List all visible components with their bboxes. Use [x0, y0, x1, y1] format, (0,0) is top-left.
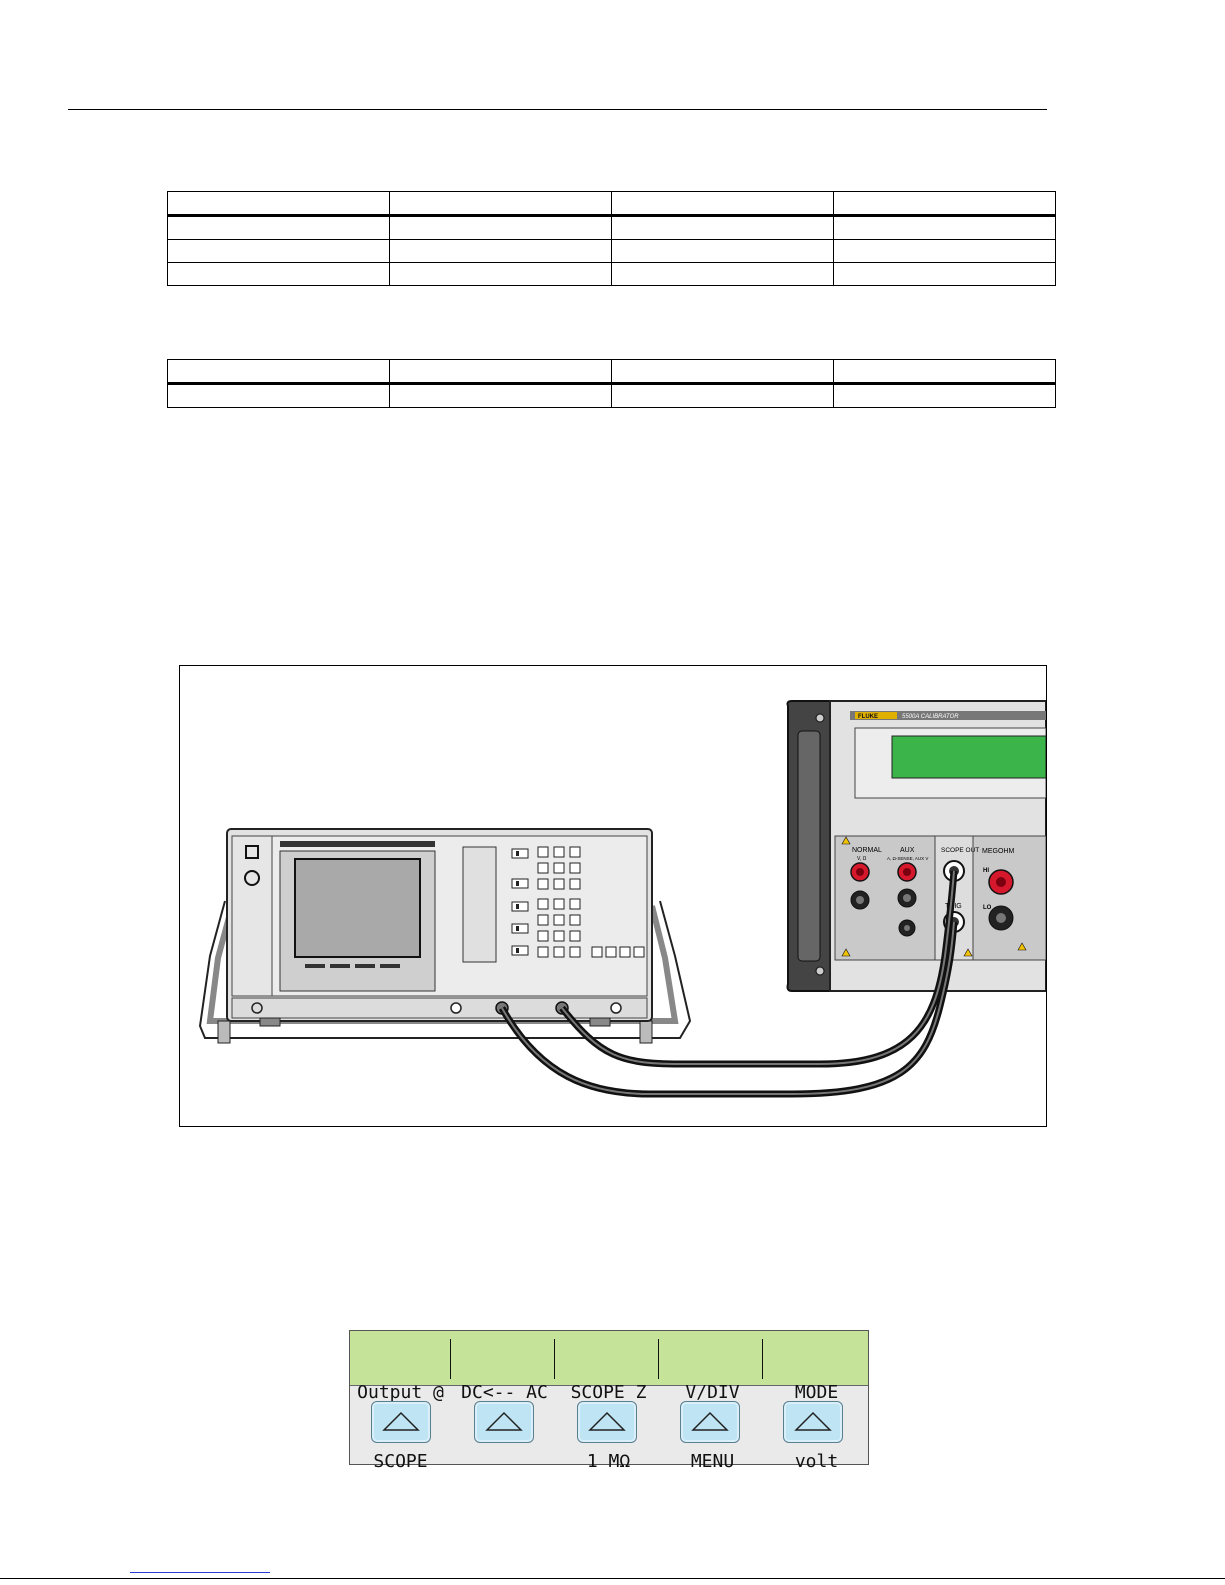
softkey-panel: Output @ SCOPE DC<-- AC SCOPE Z 1 MΩ V/D… [349, 1330, 869, 1472]
softkey-separator [554, 1339, 555, 1379]
connection-figure: FLUKE 5500A CALIBRATOR NORMAL V, Ω AUX A… [179, 665, 1047, 1127]
softkey-3-line1: SCOPE Z [570, 1382, 647, 1403]
normal-sub-label: V, Ω [857, 856, 867, 862]
cables [498, 870, 958, 1098]
softkey-5-line1: MODE [794, 1382, 839, 1403]
softkey-label-5: MODE volt [766, 1335, 867, 1472]
softkey-button-4[interactable] [680, 1401, 740, 1443]
softkey-1-line2: SCOPE [373, 1451, 428, 1472]
scope-out-label: SCOPE OUT [941, 847, 979, 854]
footer-rule [0, 1578, 1225, 1579]
calibrator-brand: FLUKE [858, 714, 878, 720]
footer-link-underline[interactable] [130, 1572, 270, 1573]
triangle-up-icon [691, 1411, 729, 1431]
table-header-row [167, 359, 1056, 385]
megohm-lo-label: LO [983, 905, 992, 911]
triangle-up-icon [382, 1411, 420, 1431]
softkey-separator [658, 1339, 659, 1379]
header-rule [68, 109, 1047, 110]
softkey-1-line1: Output @ [357, 1382, 444, 1403]
softkey-button-5[interactable] [783, 1401, 843, 1443]
table-row [167, 239, 1056, 263]
megohm-label: MEGOHM [982, 848, 1014, 855]
softkey-label-4: V/DIV MENU [662, 1335, 763, 1472]
calibrator: FLUKE 5500A CALIBRATOR NORMAL V, Ω AUX A… [786, 700, 1046, 992]
triangle-up-icon [794, 1411, 832, 1431]
data-table-2 [167, 359, 1056, 408]
triangle-up-icon [588, 1411, 626, 1431]
softkey-4-line2: MENU [690, 1451, 735, 1472]
table-header-row [167, 191, 1056, 217]
table-row [167, 262, 1056, 286]
data-table-1 [167, 191, 1056, 286]
megohm-hi-label: HI [983, 868, 989, 874]
softkey-separator [762, 1339, 763, 1379]
aux-label: AUX [900, 847, 915, 854]
connection-diagram: FLUKE 5500A CALIBRATOR NORMAL V, Ω AUX A… [198, 700, 1046, 1098]
softkey-button-3[interactable] [577, 1401, 637, 1443]
calibrator-model: 5500A CALIBRATOR [902, 714, 959, 720]
oscilloscope [198, 828, 692, 1044]
lcd-display: Output @ SCOPE DC<-- AC SCOPE Z 1 MΩ V/D… [350, 1331, 868, 1472]
softkey-label-2: DC<-- AC [454, 1335, 555, 1403]
softkey-2-line1: DC<-- AC [461, 1382, 548, 1403]
softkey-label-1: Output @ SCOPE [350, 1335, 451, 1472]
table-row [167, 383, 1056, 408]
softkey-button-1[interactable] [371, 1401, 431, 1443]
softkey-5-line2: volt [794, 1451, 839, 1472]
normal-label: NORMAL [852, 847, 882, 854]
triangle-up-icon [485, 1411, 523, 1431]
softkey-separator [450, 1339, 451, 1379]
aux-sub-label: A, Ω-SENSE, AUX V [887, 856, 928, 861]
softkey-label-3: SCOPE Z 1 MΩ [558, 1335, 659, 1472]
softkey-button-2[interactable] [474, 1401, 534, 1443]
table-row [167, 215, 1056, 240]
softkey-4-line1: V/DIV [685, 1382, 740, 1403]
softkey-3-line2: 1 MΩ [586, 1451, 631, 1472]
